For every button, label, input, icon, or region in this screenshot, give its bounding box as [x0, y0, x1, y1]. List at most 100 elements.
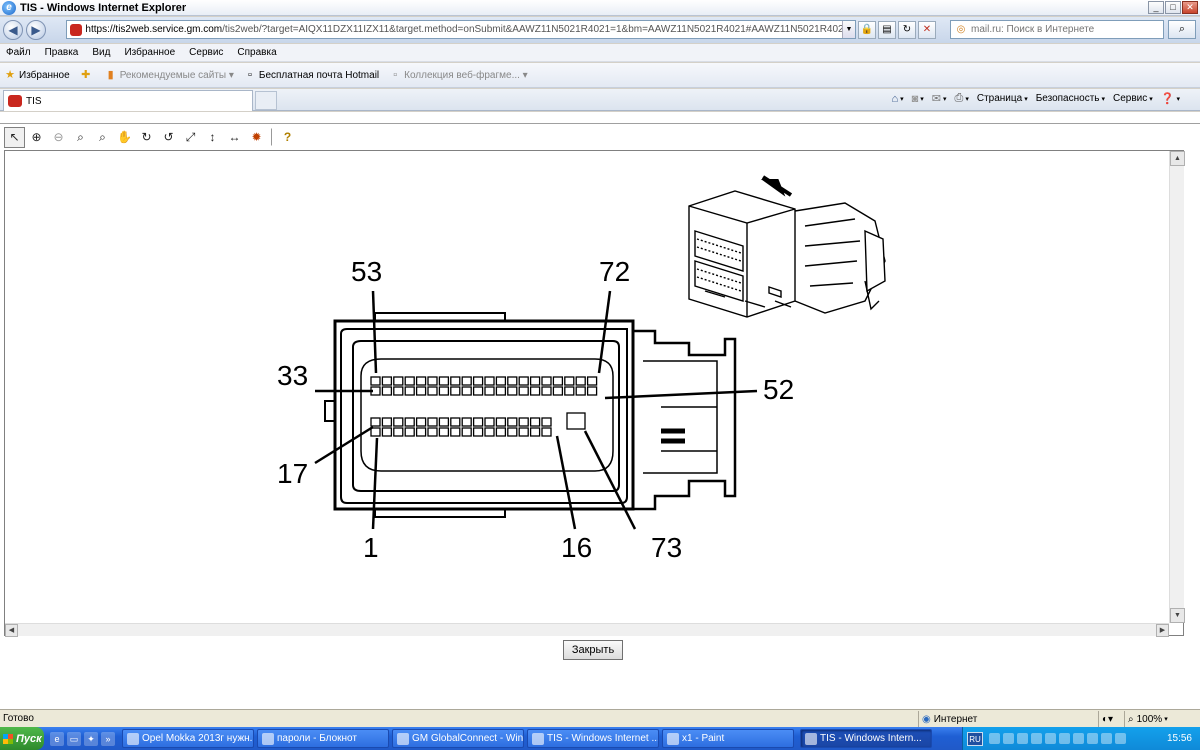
task-globalconnect[interactable]: GM GlobalConnect - Win... [392, 729, 524, 748]
pan-hand-icon[interactable]: ✋ [117, 130, 132, 144]
restore-button[interactable]: □ [1165, 1, 1181, 14]
search-button[interactable]: ⌕ [1168, 20, 1196, 39]
lock-icon[interactable]: 🔒 [858, 21, 876, 39]
address-tools: 🔒 ▤ ↻ ✕ [858, 21, 936, 39]
fav-hotmail[interactable]: ▫Бесплатная почта Hotmail [244, 69, 379, 81]
pin-cavity [438, 427, 450, 437]
quicklaunch-more-icon[interactable]: » [101, 731, 115, 746]
tray-icon[interactable] [1087, 733, 1098, 744]
new-tab-button[interactable] [255, 91, 277, 110]
star-icon: ★ [5, 69, 15, 81]
back-button[interactable]: ◀ [3, 20, 23, 40]
zoom-in-icon[interactable]: ⊕ [31, 130, 42, 144]
vertical-scrollbar[interactable]: ▲ ▼ [1169, 151, 1185, 623]
tray-icon[interactable] [989, 733, 1000, 744]
tools-menu[interactable]: Сервис▾ [1113, 93, 1153, 104]
fav-web-slices[interactable]: ▫Коллекция веб-фрагме... ▾ [389, 69, 528, 81]
magic-icon[interactable]: ✹ [251, 130, 262, 144]
zoom-fit-icon[interactable]: ⌕ [77, 129, 84, 144]
tray-icon[interactable] [1059, 733, 1070, 744]
tray-icons [989, 733, 1126, 744]
status-bar: Готово ◉Интернет ◐▾ ⌕100%▾ [0, 709, 1200, 727]
pin-cavity [541, 427, 552, 437]
minimize-button[interactable]: _ [1148, 1, 1164, 14]
page-content: ↖ ⊕ ⊖ ⌕ ⌕ ✋ ↻ ↺ ⤢ ↕ ↔ ✹ ? [0, 112, 1200, 709]
pin-cavity [393, 417, 404, 427]
scroll-right-icon[interactable]: ▶ [1156, 624, 1169, 637]
zoom-out-icon[interactable]: ⊖ [53, 130, 64, 144]
horizontal-scrollbar[interactable]: ◀ ▶ [5, 623, 1169, 637]
task-tis-1[interactable]: TIS - Windows Internet ... [527, 729, 659, 748]
url-text[interactable]: https://tis2web.service.gm.com/tis2web/?… [85, 24, 855, 35]
refresh-icon[interactable]: ↻ [898, 21, 916, 39]
task-paint[interactable]: x1 - Paint [662, 729, 794, 748]
fit-height-icon[interactable]: ↕ [209, 130, 216, 144]
home-button[interactable]: ⌂▾ [891, 92, 904, 105]
address-bar[interactable]: https://tis2web.service.gm.com/tis2web/?… [66, 20, 856, 39]
tray-icon[interactable] [1003, 733, 1014, 744]
add-favorite-button[interactable]: ✚ [80, 69, 95, 81]
pin-cavity [575, 376, 586, 386]
rotate-cw-icon[interactable]: ↻ [141, 130, 152, 144]
close-window-button[interactable]: ✕ [1182, 1, 1198, 14]
favorites-button[interactable]: ★Избранное [5, 69, 70, 81]
language-indicator[interactable]: RU [967, 731, 983, 746]
pin-cavity [450, 417, 461, 427]
tray-icon[interactable] [1115, 733, 1126, 744]
address-dropdown-icon[interactable]: ▼ [842, 21, 855, 38]
tray-icon[interactable] [1017, 733, 1028, 744]
tray-icon[interactable] [1101, 733, 1112, 744]
pin-cavity [461, 427, 472, 437]
close-button[interactable]: Закрыть [563, 640, 623, 660]
compat-view-icon[interactable]: ▤ [878, 21, 896, 39]
tray-icon[interactable] [1031, 733, 1042, 744]
quicklaunch-desktop-icon[interactable]: ▭ [67, 731, 81, 746]
select-arrow-icon[interactable]: ↖ [4, 126, 25, 148]
task-tis-active[interactable]: TIS - Windows Intern... [800, 729, 932, 748]
start-button[interactable]: Пуск [0, 727, 44, 750]
page-top-strip [0, 112, 1200, 124]
search-input[interactable] [971, 24, 1161, 35]
help-menu[interactable]: ❓▾ [1160, 93, 1180, 105]
quicklaunch-app-icon[interactable]: ✦ [84, 731, 98, 746]
menu-help[interactable]: Справка [237, 47, 277, 58]
scroll-left-icon[interactable]: ◀ [5, 624, 18, 637]
menu-tools[interactable]: Сервис [189, 47, 224, 58]
safety-menu[interactable]: Безопасность▾ [1035, 93, 1106, 104]
task-notepad[interactable]: пароли - Блокнот [257, 729, 389, 748]
tab-tis[interactable]: TIS [3, 90, 253, 111]
stop-icon[interactable]: ✕ [918, 21, 936, 39]
search-box[interactable]: ◎ [950, 20, 1164, 39]
help-icon[interactable]: ? [283, 130, 292, 144]
pin-cavity [472, 427, 484, 437]
forward-button[interactable]: ▶ [26, 20, 46, 40]
feeds-button[interactable]: ◙▾ [911, 92, 924, 105]
fit-page-icon[interactable]: ⤢ [185, 129, 196, 144]
mail-button[interactable]: ✉▾ [931, 93, 947, 105]
zoom-level[interactable]: ⌕100%▾ [1124, 711, 1200, 727]
tray-icon[interactable] [1045, 733, 1056, 744]
menu-favorites[interactable]: Избранное [124, 47, 176, 58]
protected-mode-button[interactable]: ◐▾ [1098, 711, 1122, 727]
menu-edit[interactable]: Правка [44, 47, 79, 58]
pin-cavity [393, 427, 404, 437]
pin-cavity [370, 427, 381, 437]
pin-cavity [484, 376, 495, 386]
print-button[interactable]: ⎙▾ [954, 92, 969, 104]
tray-icon[interactable] [1073, 733, 1084, 744]
menu-file[interactable]: Файл [6, 47, 31, 58]
pin-cavity [393, 386, 404, 396]
fit-width-icon[interactable]: ↔ [228, 130, 241, 144]
pin-cavity [507, 376, 518, 386]
scroll-down-icon[interactable]: ▼ [1170, 608, 1185, 623]
task-opel[interactable]: Opel Mokka 2013г нужн... [122, 729, 254, 748]
quicklaunch-ie-icon[interactable]: e [50, 731, 64, 746]
fav-suggested-sites[interactable]: ▮Рекомендуемые сайты ▾ [105, 69, 234, 81]
zoom-region-icon[interactable]: ⌕ [99, 129, 106, 144]
rotate-ccw-icon[interactable]: ↺ [163, 130, 174, 144]
scroll-up-icon[interactable]: ▲ [1170, 151, 1185, 166]
page-menu[interactable]: Страница▾ [976, 93, 1028, 104]
quick-launch: e ▭ ✦ » [50, 731, 115, 746]
windows-flag-icon [3, 733, 13, 744]
menu-view[interactable]: Вид [92, 47, 111, 58]
